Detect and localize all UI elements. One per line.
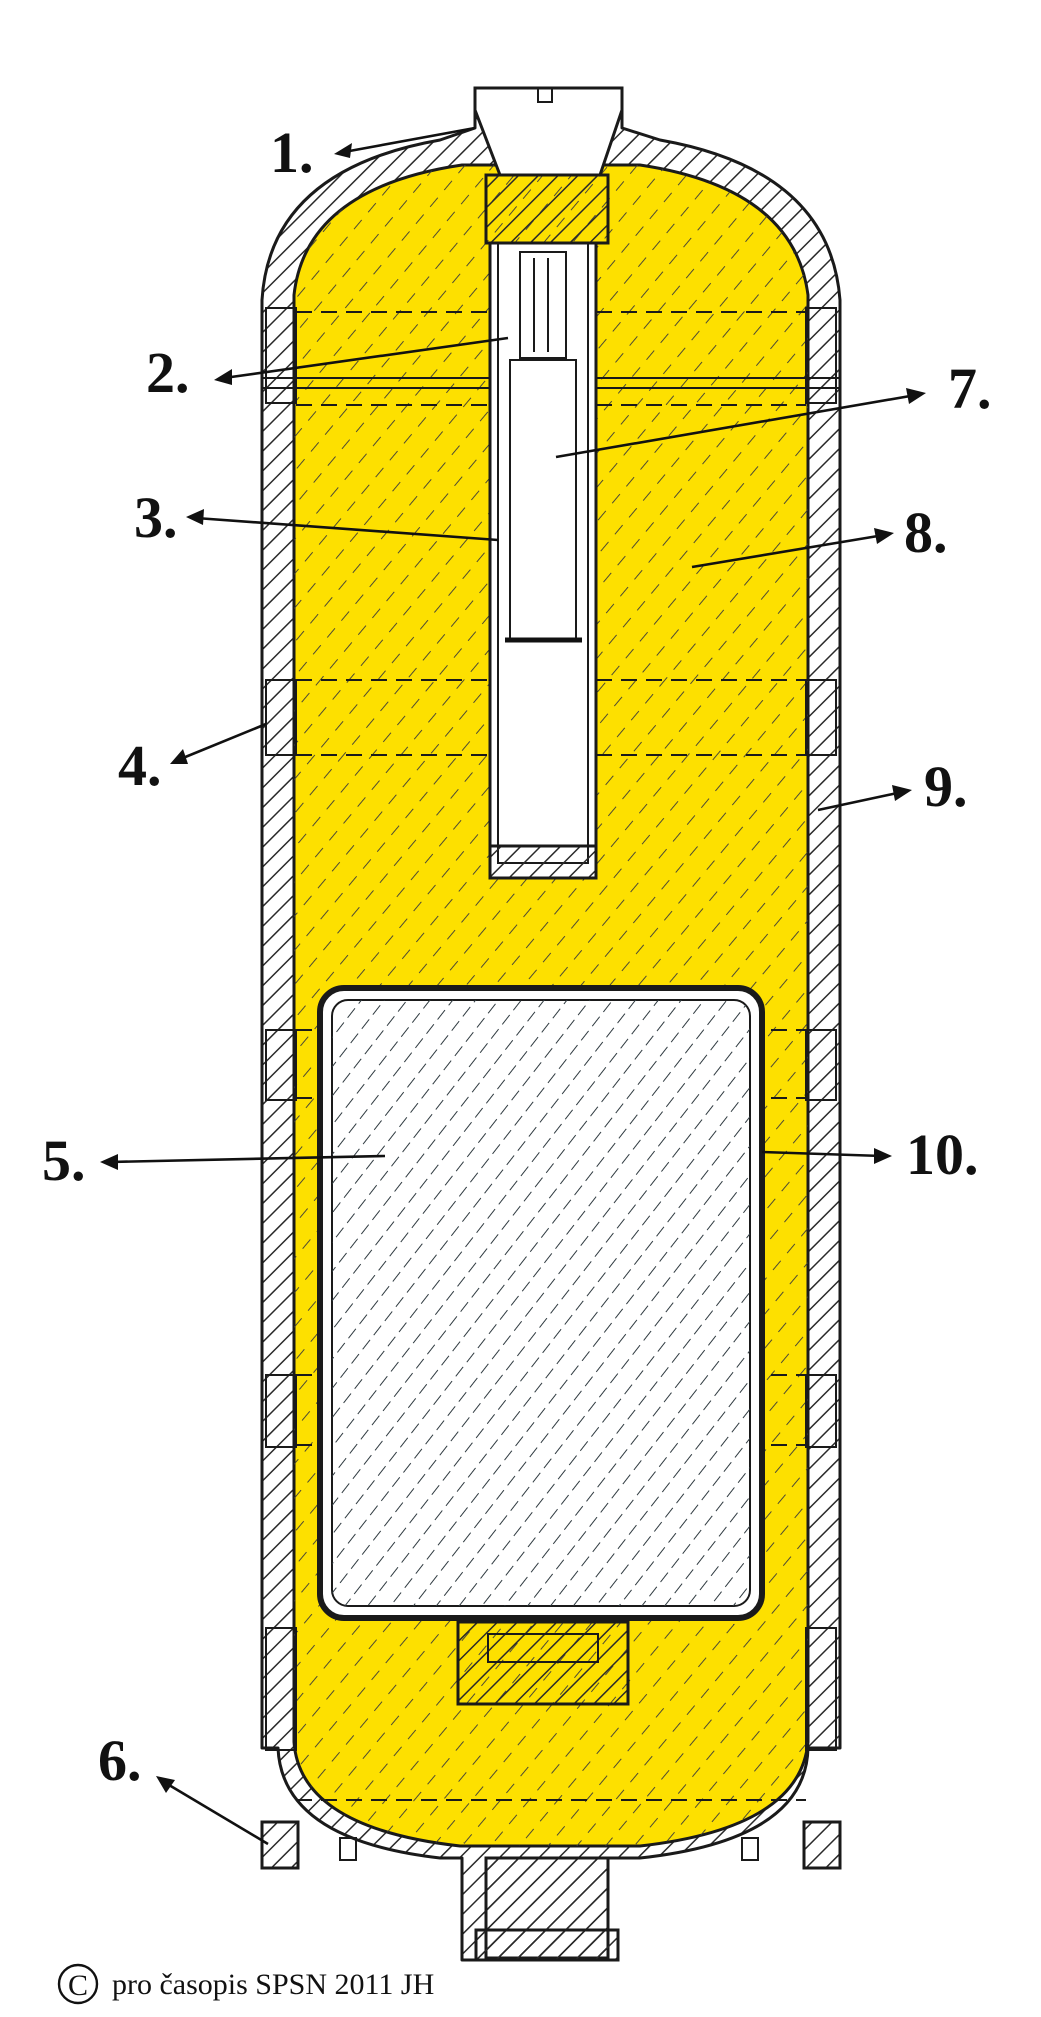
copyright-line: C pro časopis SPSN 2011 JH — [57, 1963, 434, 2005]
callout-label-6: 6. — [98, 1728, 142, 1793]
inner-container — [317, 985, 765, 1621]
copyright-text: pro časopis SPSN 2011 JH — [112, 1968, 434, 2001]
callout-label-8: 8. — [904, 500, 948, 565]
leader-lines — [100, 126, 926, 1846]
callout-label-10: 10. — [906, 1122, 979, 1187]
callout-label-7: 7. — [948, 356, 992, 421]
callout-label-4: 4. — [118, 733, 162, 798]
copyright-symbol: C — [68, 1969, 88, 2002]
clamp-bands — [265, 307, 837, 1751]
burster-tube — [488, 241, 598, 880]
base-plug — [474, 1856, 620, 1962]
callout-label-5: 5. — [42, 1128, 86, 1193]
fuze-plug — [473, 86, 624, 245]
callout-labels: 1. 2. 3. 4. 5. 6. 7. 8. 9. 10. — [42, 120, 992, 1793]
copyright-icon — [57, 1963, 99, 2005]
callout-label-9: 9. — [924, 754, 968, 819]
callout-label-1: 1. — [270, 120, 314, 185]
bottom-inner-plug — [456, 1620, 630, 1706]
callout-label-3: 3. — [134, 485, 178, 550]
callout-label-2: 2. — [146, 340, 190, 405]
base-seals — [260, 1820, 842, 1870]
